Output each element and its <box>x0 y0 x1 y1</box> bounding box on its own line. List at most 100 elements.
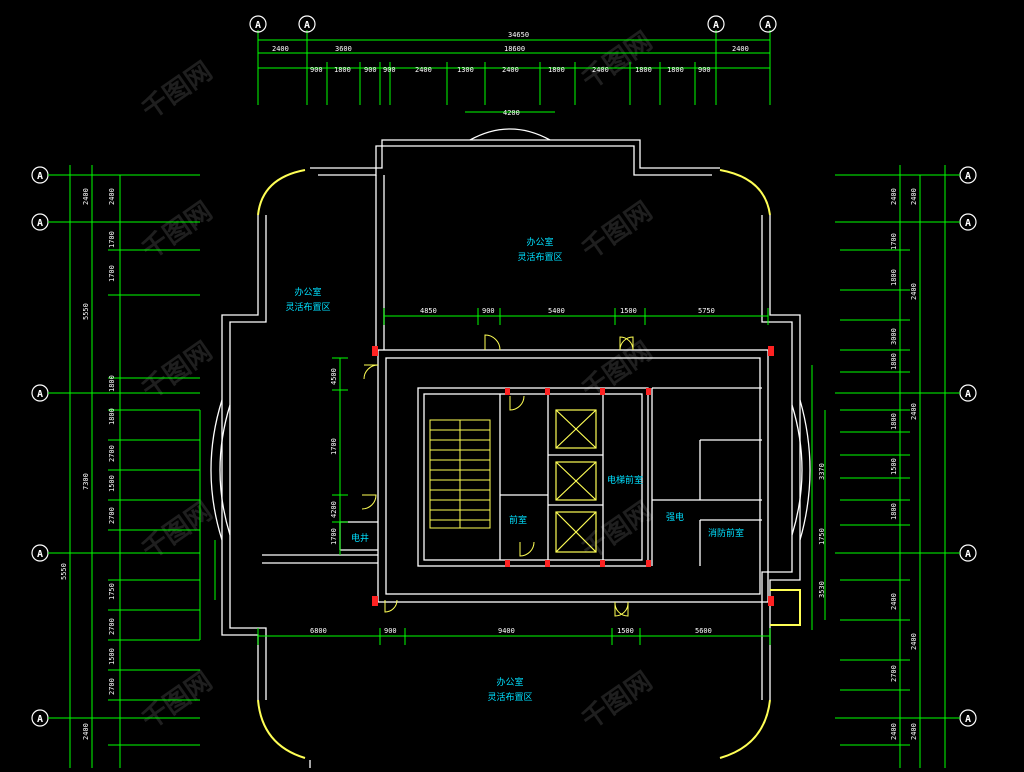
watermark-text: 千图网 <box>137 56 218 125</box>
dim-label: 2400 <box>82 723 90 740</box>
grid-axis-label: A <box>965 171 971 182</box>
dim-label: 3370 <box>818 463 826 480</box>
dim-label: 1750 <box>108 583 116 600</box>
grid-axis-label: A <box>37 389 43 400</box>
dim-label: 5400 <box>548 307 565 315</box>
dim-label: 1500 <box>890 458 898 475</box>
dim-label: 900 <box>384 627 397 635</box>
dim-label: 3600 <box>335 45 352 53</box>
grid-axis-label: A <box>37 549 43 560</box>
room-name: 消防前室 <box>708 527 744 539</box>
room-subtitle: 灵活布置区 <box>285 301 330 313</box>
room-subtitle: 灵活布置区 <box>517 251 562 263</box>
dim-label: 2400 <box>502 66 519 74</box>
dim-label: 1800 <box>635 66 652 74</box>
dim-label: 2400 <box>910 723 918 740</box>
dim-label: 2700 <box>890 665 898 682</box>
stair <box>429 419 491 529</box>
dim-label: 1700 <box>108 265 116 282</box>
dim-label: 2400 <box>592 66 609 74</box>
grid-axis-labels: A A A A A A A A A A A A A A <box>37 20 971 725</box>
dim-label: 1800 <box>890 353 898 370</box>
dim-label: 1500 <box>617 627 634 635</box>
interior-walls <box>262 175 769 603</box>
dim-label: 2400 <box>910 403 918 420</box>
dim-label: 4500 <box>330 368 338 385</box>
dim-label: 1700 <box>330 438 338 455</box>
dim-label: 4850 <box>420 307 437 315</box>
left-dimension-text: 2400 2400 1700 1700 5550 7300 5550 2400 … <box>60 188 116 740</box>
exterior-walls <box>210 128 811 768</box>
dim-label: 2400 <box>732 45 749 53</box>
dim-label: 2700 <box>108 445 116 462</box>
room-name: 电梯前室 <box>607 474 643 486</box>
dim-label: 2400 <box>108 188 116 205</box>
watermark-text: 千图网 <box>137 496 218 565</box>
dim-label: 1800 <box>108 375 116 392</box>
dim-label: 900 <box>383 66 396 74</box>
dim-label: 1800 <box>108 408 116 425</box>
dim-label: 2400 <box>890 188 898 205</box>
room-name: 办公室 <box>294 286 321 298</box>
grid-axis-label: A <box>37 218 43 229</box>
grid-axis-label: A <box>965 218 971 229</box>
dim-overall: 34650 <box>508 31 529 39</box>
room-name: 电井 <box>351 532 369 544</box>
dim-label: 2400 <box>890 723 898 740</box>
watermark-text: 千图网 <box>577 336 658 405</box>
watermark-text: 千图网 <box>137 336 218 405</box>
dim-label: 3530 <box>818 581 826 598</box>
dim-label: 1700 <box>890 233 898 250</box>
dim-label: 1800 <box>890 413 898 430</box>
dim-label: 2400 <box>910 283 918 300</box>
grid-axis-label: A <box>37 171 43 182</box>
watermark-layer: 千图网 千图网 千图网 千图网 千图网 千图网 千图网 千图网 千图网 千图网 <box>137 26 658 735</box>
dim-label: 1500 <box>108 648 116 665</box>
dim-label: 1500 <box>620 307 637 315</box>
interior-dimension-lines <box>257 308 771 645</box>
corner-curtain-walls <box>257 169 801 759</box>
dim-label: 2400 <box>910 633 918 650</box>
watermark-text: 千图网 <box>577 26 658 95</box>
left-dimension-lines <box>48 165 216 768</box>
room-name: 前室 <box>509 514 527 526</box>
grid-axis-label: A <box>965 389 971 400</box>
dim-label: 5750 <box>698 307 715 315</box>
dim-label: 900 <box>698 66 711 74</box>
dim-label: 1800 <box>667 66 684 74</box>
room-subtitle: 灵活布置区 <box>487 691 532 703</box>
dim-label: 5550 <box>60 563 68 580</box>
columns <box>372 346 774 606</box>
dim-label: 2400 <box>415 66 432 74</box>
room-name: 强电 <box>666 511 684 523</box>
dim-label: 7300 <box>82 473 90 490</box>
room-name: 办公室 <box>526 236 553 248</box>
dim-label: 3000 <box>890 328 898 345</box>
dim-middle: 18600 <box>504 45 525 53</box>
dim-label: 2400 <box>910 188 918 205</box>
dim-label: 9400 <box>498 627 515 635</box>
dim-label: 5550 <box>82 303 90 320</box>
watermark-text: 千图网 <box>137 666 218 735</box>
watermark-text: 千图网 <box>577 496 658 565</box>
dim-label: 2700 <box>108 618 116 635</box>
dim-label: 1700 <box>108 231 116 248</box>
right-dimension-text: 2400 2400 1700 1800 2400 2400 2400 2400 … <box>818 188 918 740</box>
dim-label: 5600 <box>695 627 712 635</box>
watermark-text: 千图网 <box>137 196 218 265</box>
dim-label: 2400 <box>272 45 289 53</box>
watermark-text: 千图网 <box>577 666 658 735</box>
dim-label: 1800 <box>890 269 898 286</box>
dim-label: 1800 <box>334 66 351 74</box>
dim-label: 2400 <box>82 188 90 205</box>
grid-axis-label: A <box>765 20 771 31</box>
doors <box>361 334 634 617</box>
grid-axis-label: A <box>37 714 43 725</box>
bay-window-dim: 4200 <box>503 109 520 117</box>
grid-axis-label: A <box>255 20 261 31</box>
dim-label: 900 <box>364 66 377 74</box>
dim-label: 2400 <box>890 593 898 610</box>
dim-label: 6800 <box>310 627 327 635</box>
top-dimension-lines <box>257 30 771 113</box>
